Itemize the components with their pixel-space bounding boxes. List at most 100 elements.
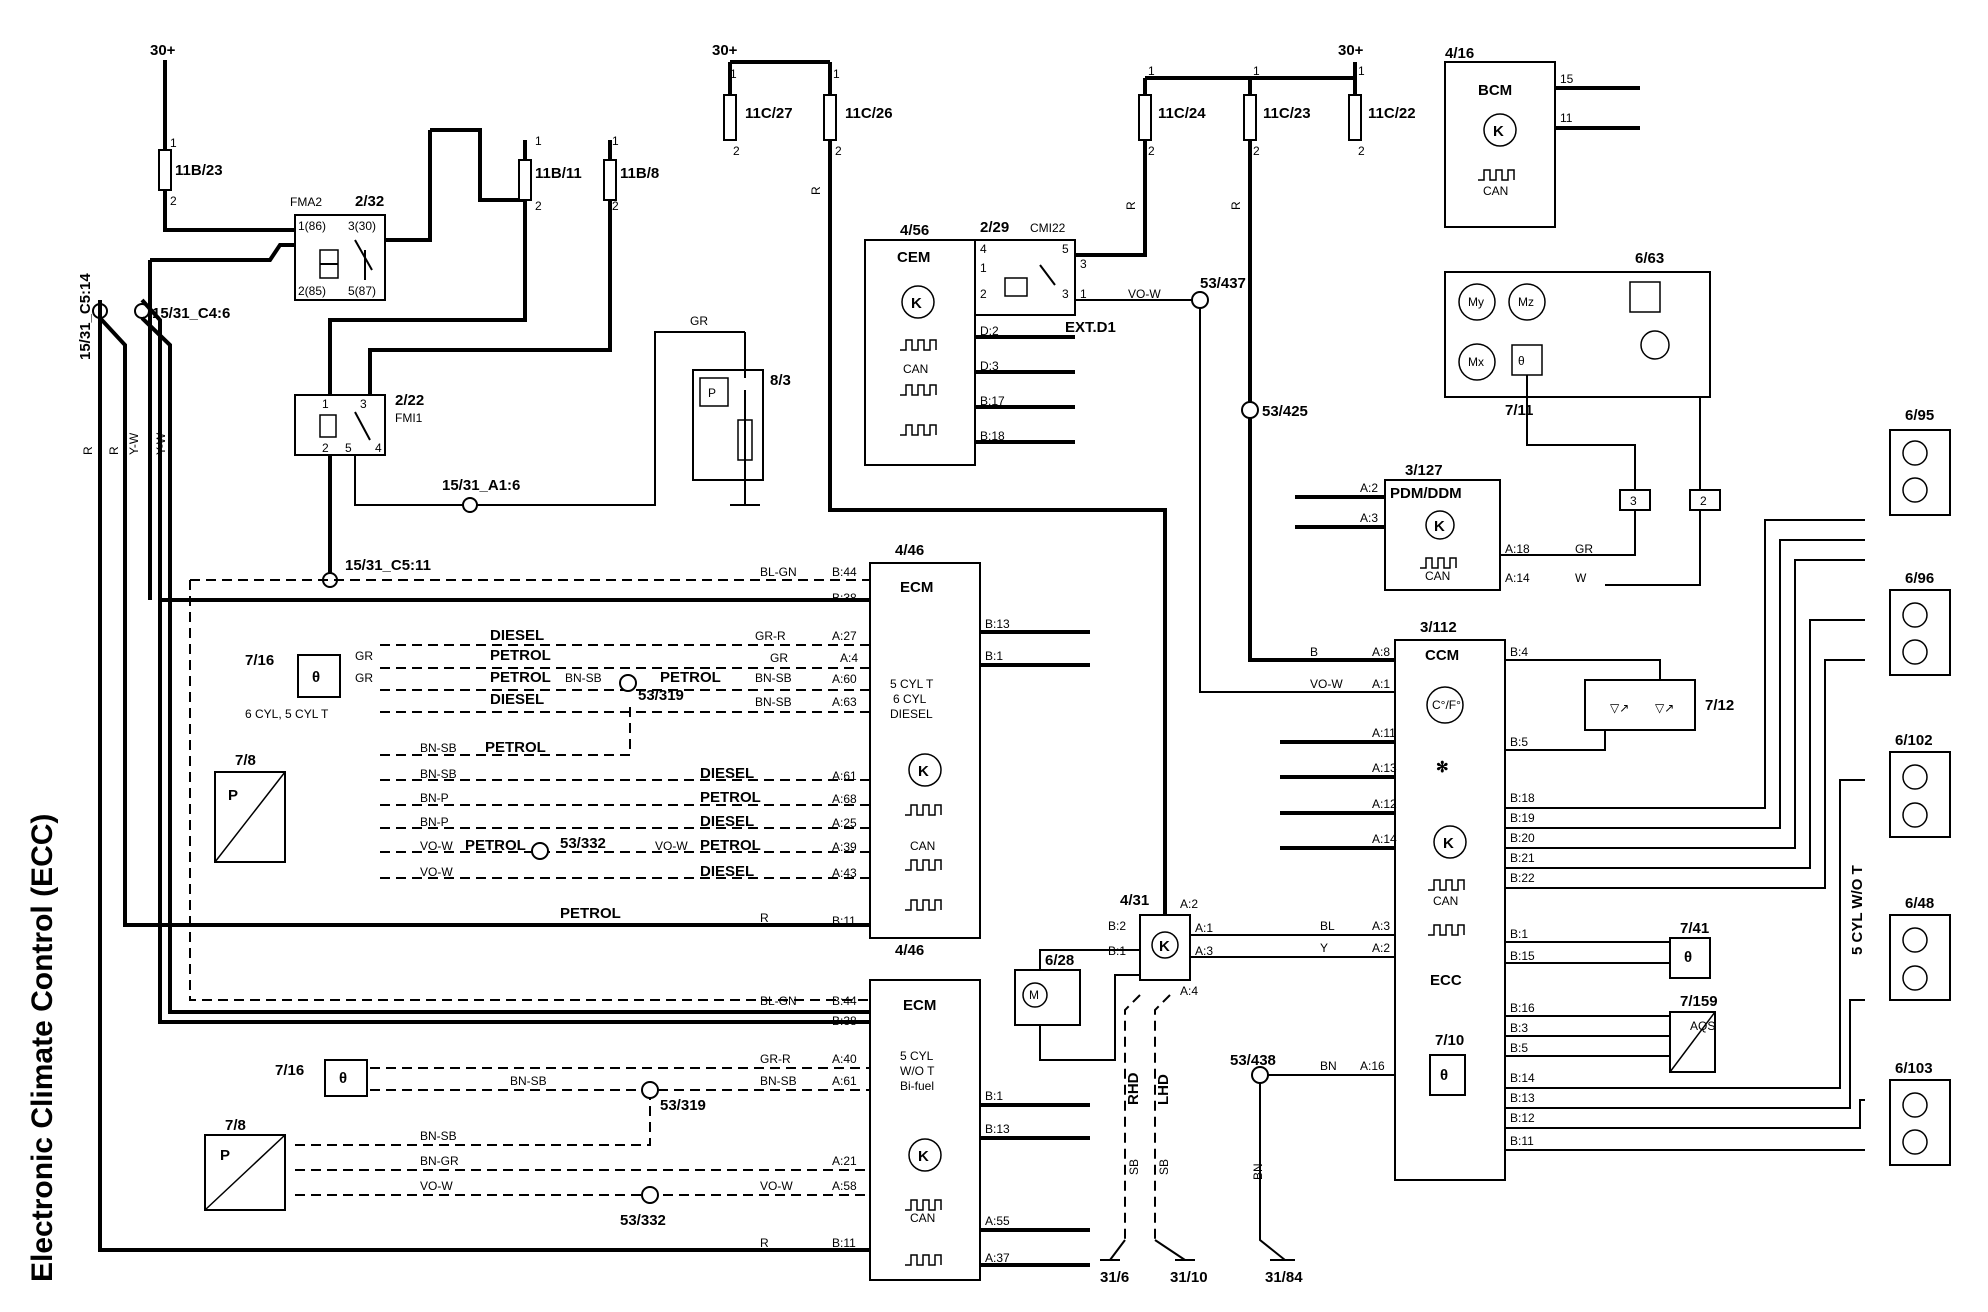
svg-text:K: K <box>911 295 922 312</box>
svg-text:3: 3 <box>360 397 367 411</box>
svg-text:BN-SB: BN-SB <box>755 671 792 685</box>
svg-text:A:58: A:58 <box>832 1179 857 1193</box>
supply-label: 30+ <box>150 42 176 59</box>
relay-fmi1 <box>294 394 386 456</box>
svg-text:1: 1 <box>170 136 177 150</box>
svg-text:BN-GR: BN-GR <box>420 1154 459 1168</box>
svg-text:B:11: B:11 <box>1510 1134 1534 1148</box>
svg-text:B:12: B:12 <box>1510 1111 1535 1125</box>
svg-text:A:61: A:61 <box>832 1074 857 1088</box>
svg-text:BN-SB: BN-SB <box>420 1129 457 1143</box>
svg-text:A:8: A:8 <box>1372 645 1390 659</box>
splice-label: 53/425 <box>1262 403 1308 420</box>
svg-text:A:11: A:11 <box>1372 726 1396 740</box>
svg-text:✻: ✻ <box>1436 759 1449 776</box>
svg-text:θ: θ <box>1518 354 1525 368</box>
svg-text:5 CYL: 5 CYL <box>900 1049 934 1063</box>
svg-text:B:44: B:44 <box>832 565 857 579</box>
svg-text:Y-W: Y-W <box>127 432 141 455</box>
svg-text:2: 2 <box>733 144 740 158</box>
svg-text:W/O T: W/O T <box>900 1064 935 1078</box>
fuse-label: 11C/24 <box>1158 105 1206 122</box>
svg-text:D:2: D:2 <box>980 324 999 338</box>
svg-text:R: R <box>1124 201 1138 210</box>
svg-text:1: 1 <box>980 261 987 275</box>
svg-text:BN-SB: BN-SB <box>420 741 457 755</box>
svg-text:BN: BN <box>1320 1059 1337 1073</box>
svg-text:B:4: B:4 <box>1510 645 1528 659</box>
svg-text:K: K <box>918 1148 929 1165</box>
module-ecm-2 <box>869 979 981 1281</box>
ecm1-pins: B:44 B:38 A:27 A:4 A:60 A:63 A:61 A:68 A… <box>832 565 1010 928</box>
svg-text:B:1: B:1 <box>1510 927 1528 941</box>
svg-text:B: B <box>1310 645 1318 659</box>
led-7-12 <box>1584 679 1696 731</box>
svg-text:A:25: A:25 <box>832 816 857 830</box>
svg-text:A:14: A:14 <box>1505 571 1530 585</box>
svg-text:5(87): 5(87) <box>348 284 376 298</box>
actuator-6-96: 6/96 <box>1889 570 1951 676</box>
svg-text:A:3: A:3 <box>1195 944 1213 958</box>
svg-text:VO-W: VO-W <box>420 1179 453 1193</box>
svg-text:R: R <box>1229 201 1243 210</box>
module-name: ECM <box>900 579 933 596</box>
svg-text:PETROL: PETROL <box>490 669 551 686</box>
svg-text:B:13: B:13 <box>1510 1091 1535 1105</box>
fuse-label: 11C/27 <box>745 105 793 122</box>
svg-text:B:20: B:20 <box>1510 831 1535 845</box>
svg-text:GR-R: GR-R <box>755 629 786 643</box>
svg-text:D:3: D:3 <box>980 359 999 373</box>
svg-text:BL: BL <box>1320 919 1335 933</box>
relay-code: CMI22 <box>1030 221 1066 235</box>
svg-text:R: R <box>809 186 823 195</box>
svg-text:1: 1 <box>730 67 737 81</box>
svg-text:θ: θ <box>339 1070 347 1087</box>
diagram-title: Electronic Climate Control (ECC) <box>26 814 59 1282</box>
module-id: 4/46 <box>895 542 924 559</box>
svg-text:6/96: 6/96 <box>1905 570 1934 587</box>
component-label: 8/3 <box>770 372 791 389</box>
module-name: ECM <box>903 997 936 1014</box>
svg-text:GR: GR <box>690 314 708 328</box>
svg-text:6 CYL: 6 CYL <box>893 692 927 706</box>
svg-text:4: 4 <box>375 441 382 455</box>
ground-label: 15/31_C5:14 <box>77 273 94 360</box>
svg-text:2: 2 <box>322 441 329 455</box>
splice-label: 53/332 <box>560 835 606 852</box>
svg-text:B:13: B:13 <box>985 1122 1010 1136</box>
svg-text:A:39: A:39 <box>832 840 857 854</box>
splice <box>619 674 637 692</box>
svg-text:SB: SB <box>1127 1159 1141 1175</box>
ground-label: 31/6 <box>1100 1269 1129 1286</box>
svg-text:K: K <box>1493 123 1504 140</box>
splice-label: 53/332 <box>620 1212 666 1229</box>
module-id: 4/56 <box>900 222 929 239</box>
svg-text:DIESEL: DIESEL <box>700 863 754 880</box>
svg-text:1(86): 1(86) <box>298 219 326 233</box>
module-ecm-1 <box>869 562 981 939</box>
svg-text:BN-SB: BN-SB <box>420 767 457 781</box>
svg-text:A:18: A:18 <box>1505 542 1530 556</box>
svg-text:A:1: A:1 <box>1195 921 1213 935</box>
svg-text:CAN: CAN <box>1425 569 1450 583</box>
svg-text:PETROL: PETROL <box>700 789 761 806</box>
component-label: 7/8 <box>235 752 256 769</box>
ground-label: 15/31_A1:6 <box>442 477 520 494</box>
svg-text:2: 2 <box>535 199 542 213</box>
svg-text:3(30): 3(30) <box>348 219 376 233</box>
relay-fma2 <box>294 214 386 301</box>
svg-text:2: 2 <box>1253 144 1260 158</box>
svg-text:B:11: B:11 <box>832 914 856 928</box>
svg-text:6/103: 6/103 <box>1895 1060 1933 1077</box>
svg-text:15: 15 <box>1560 72 1574 86</box>
svg-text:3: 3 <box>1630 494 1637 508</box>
svg-text:LHD: LHD <box>1155 1074 1172 1105</box>
ground-label: 15/31_C5:11 <box>345 557 431 574</box>
svg-text:K: K <box>1159 938 1170 955</box>
component-label: 7/159 <box>1680 993 1718 1010</box>
svg-text:Mx: Mx <box>1468 355 1484 369</box>
svg-text:VO-W: VO-W <box>420 865 453 879</box>
component-label: 7/8 <box>225 1117 246 1134</box>
svg-text:CAN: CAN <box>910 1211 935 1225</box>
svg-text:P: P <box>220 1147 230 1164</box>
